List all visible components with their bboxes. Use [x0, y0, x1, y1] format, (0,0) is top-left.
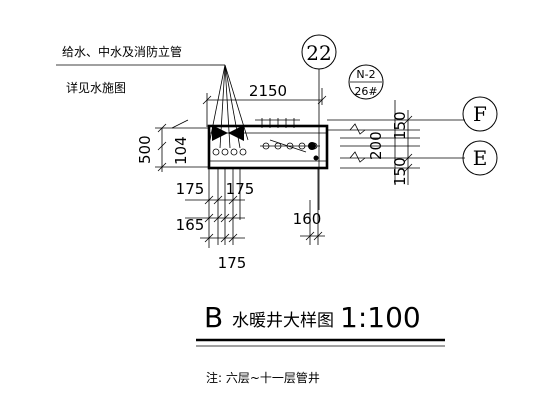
room-tag: N-2 26#: [348, 64, 384, 100]
riser-pipe-4: [239, 148, 247, 156]
dim-500-label: 500: [136, 135, 154, 164]
leader-line-5: [224, 64, 249, 141]
shaft-room: [207, 118, 329, 170]
bottom-dimension-labels: 175 175 165 160 175: [176, 180, 322, 272]
dim-150-bottom-label: 150: [391, 157, 409, 186]
dim-175-b-label: 175: [226, 180, 255, 198]
axis-F-label: F: [473, 102, 487, 126]
room-tag-bottom: 26#: [354, 85, 377, 98]
dim-2150-label: 2150: [249, 82, 287, 100]
dim-104-label: 104: [172, 136, 190, 165]
dim-160-label: 160: [293, 210, 322, 228]
axis-marker-22: 22: [301, 34, 337, 210]
room-tag-top: N-2: [356, 68, 375, 81]
right-dimensions: 150 200 150: [327, 100, 465, 186]
leader-line-3: [224, 64, 231, 149]
riser-note-line2: 详见水施图: [66, 80, 126, 95]
riser-pipe-1: [212, 148, 220, 156]
dim-175-bottom-label: 175: [218, 254, 247, 272]
axis-E-label: E: [473, 146, 488, 170]
title-prefix: B: [204, 301, 223, 334]
dim-150-top-label: 150: [391, 111, 409, 140]
title-scale: 1:100: [340, 301, 421, 334]
axis-marker-E: E: [462, 140, 498, 176]
dim-200-label: 200: [367, 131, 385, 160]
dim-175-a-label: 175: [176, 180, 205, 198]
title-name: 水暖井大样图: [232, 311, 334, 331]
footnote: 注: 六层~十一层管井: [206, 370, 320, 385]
drawing-title: B 水暖井大样图 1:100: [196, 301, 445, 347]
riser-pipe-3: [230, 148, 238, 156]
dimension-2150: 2150: [202, 82, 327, 127]
dim-165-label: 165: [176, 216, 205, 234]
bottom-extension-lines: [185, 168, 325, 248]
riser-pipe-2: [221, 148, 229, 156]
riser-note-line1: 给水、中水及消防立管: [62, 44, 182, 59]
axis-marker-F: F: [462, 96, 498, 132]
axis-22-label: 22: [306, 41, 331, 65]
valve-symbol: [212, 125, 228, 141]
dimension-left: 500 104: [136, 119, 208, 172]
